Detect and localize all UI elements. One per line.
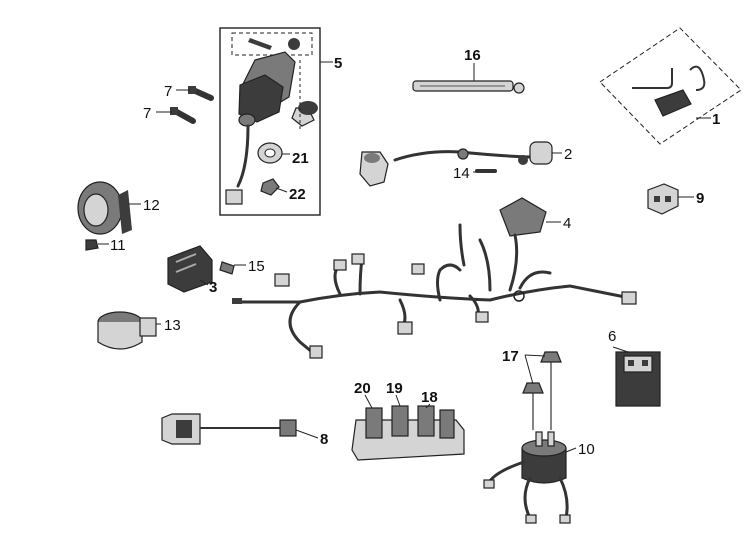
strap-ring <box>513 82 525 94</box>
part-6-relay <box>615 351 661 407</box>
part-2-ignition-coil <box>359 141 553 187</box>
key-head <box>288 38 300 50</box>
callout-17: 17 <box>502 348 519 365</box>
part-10-starter-relay <box>483 351 571 524</box>
connector-19 <box>391 405 409 437</box>
callout-7-upper: 7 <box>164 83 172 100</box>
terminal-cap-upper <box>540 351 562 363</box>
part-1-cable-group <box>599 27 742 145</box>
cap-nut-top <box>298 101 318 115</box>
cable-wire <box>632 68 673 89</box>
part-22-bolt <box>260 178 280 196</box>
callout-2: 2 <box>564 146 572 163</box>
callout-15: 15 <box>248 258 265 275</box>
callout-8: 8 <box>320 431 328 448</box>
leader-lines <box>98 61 711 453</box>
part-8-sensor-cable <box>161 413 297 445</box>
harness-plug <box>274 273 290 287</box>
group-box-1 <box>599 27 742 145</box>
part-11-nut <box>85 239 99 251</box>
part-7-screws <box>170 86 214 124</box>
callout-3: 3 <box>209 279 217 296</box>
cable-connector <box>654 89 692 117</box>
callout-22: 22 <box>289 186 306 203</box>
connector-18 <box>417 405 435 437</box>
callout-labels: 1 2 3 4 5 6 7 7 8 9 10 11 12 13 14 15 16… <box>110 47 720 458</box>
ignition-switch-lower <box>238 74 284 123</box>
part-9-connector <box>647 183 679 215</box>
part-4-relay <box>499 197 547 237</box>
rectifier-body <box>167 245 213 293</box>
callout-20: 20 <box>354 380 371 397</box>
connector-blocks-18-20 <box>351 405 465 461</box>
callout-16: 16 <box>464 47 481 64</box>
part-16-strap <box>412 80 525 94</box>
callout-14: 14 <box>453 165 470 182</box>
connector-body <box>647 183 679 215</box>
part-13-buzzer <box>97 311 157 350</box>
harness-branch-left <box>288 300 314 354</box>
callout-12: 12 <box>143 197 160 214</box>
callout-5: 5 <box>334 55 342 72</box>
callout-21: 21 <box>292 150 309 167</box>
part-ignition-switch-group <box>219 27 321 216</box>
sensor-plug <box>279 419 297 437</box>
main-wiring-harness <box>232 223 637 359</box>
switch-wire <box>236 124 250 188</box>
coil-body <box>529 141 553 165</box>
terminal-cap-lower <box>522 382 544 394</box>
switch-plug <box>225 189 243 205</box>
harness-trunk <box>238 284 632 304</box>
callout-7-lower: 7 <box>143 105 151 122</box>
callout-19: 19 <box>386 380 403 397</box>
part-15-bolt <box>219 261 235 275</box>
callout-11: 11 <box>110 237 126 254</box>
callout-9: 9 <box>696 190 704 207</box>
buzzer-body <box>97 322 143 350</box>
callout-6: 6 <box>608 328 616 345</box>
callout-18: 18 <box>421 389 438 406</box>
connector-20 <box>365 407 383 439</box>
callout-4: 4 <box>563 215 571 232</box>
callout-10: 10 <box>578 441 595 458</box>
group-box-5 <box>219 27 321 216</box>
part-12-horn <box>77 181 132 235</box>
callout-1: 1 <box>712 111 720 128</box>
callout-13: 13 <box>164 317 181 334</box>
relay-cylinder <box>521 447 567 484</box>
part-3-rectifier <box>167 245 213 293</box>
switch-connector <box>238 113 256 127</box>
key-blade <box>248 38 272 50</box>
